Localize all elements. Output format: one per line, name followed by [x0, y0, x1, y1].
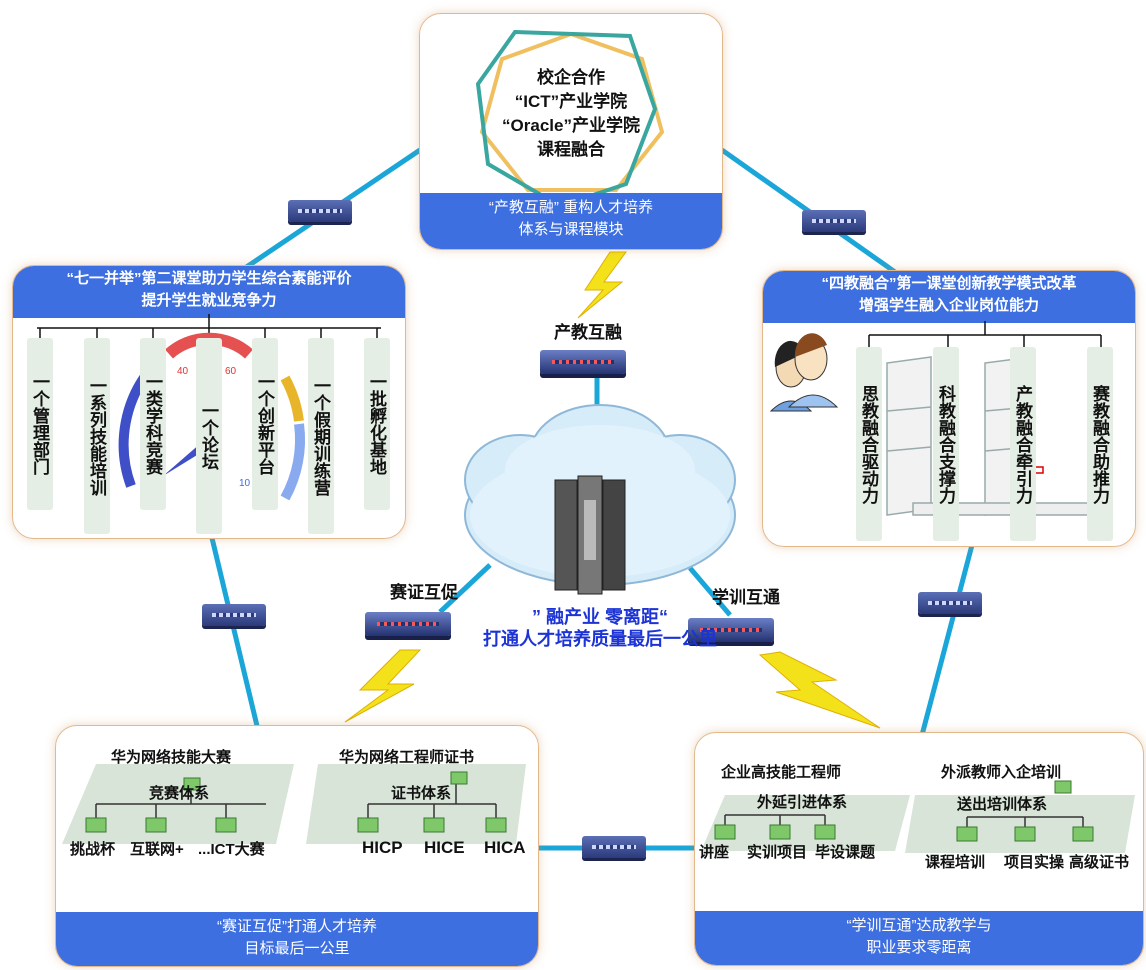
link-cloud-right	[688, 566, 732, 617]
left-band-line-2: 提升学生就业竞争力	[141, 292, 277, 309]
switch-icon-top-right	[802, 210, 866, 232]
lightning-bolt-right	[758, 651, 881, 729]
bottom-right-panel: 企业高技能工程师 外派教师入企培训 外延引进体系 送出培训体系 讲座 实训项目 …	[694, 732, 1144, 966]
router-icon-top	[540, 350, 626, 374]
left-panel-band: “七一并举”第二课堂助力学生综合素能评价 提升学生就业竞争力	[13, 266, 405, 318]
gauge-tick-60: 60	[225, 366, 237, 377]
switch-icon-left	[202, 604, 266, 626]
link-left-bottom	[209, 537, 261, 731]
bl-band-line-2: 目标最后一公里	[244, 940, 350, 957]
bl-item-6: HICA	[484, 838, 526, 857]
right-panel-band: “四教融合”第一课堂创新教学模式改革 增强学生融入企业岗位能力	[763, 271, 1135, 323]
br-item-1: 讲座	[699, 844, 730, 861]
lightning-bolt-left	[344, 649, 422, 723]
right-col-3: 产教融合牵引力	[1010, 347, 1036, 541]
br-sub-right: 送出培训体系	[957, 796, 1048, 813]
star-line-4: 课程融合	[537, 140, 605, 159]
br-title-left: 企业高技能工程师	[721, 764, 842, 781]
router-icon-right	[688, 618, 774, 642]
right-col-4: 赛教融合助推力	[1087, 347, 1113, 541]
label-saizheng: 赛证互促	[390, 583, 458, 602]
br-item-5: 项目实操	[1004, 854, 1065, 871]
gauge-tick-10: 10	[239, 478, 251, 489]
pc-icons	[85, 771, 507, 833]
left-col-2: 一系列技能培训	[84, 338, 110, 534]
left-col-4: 一个论坛	[196, 338, 222, 534]
label-xuexun: 学训互通	[712, 588, 780, 607]
left-band-line-1: “七一并举”第二课堂助力学生综合素能评价	[66, 270, 352, 287]
bl-item-3: ...ICT大赛	[198, 841, 265, 858]
link-right-bottom	[919, 544, 975, 736]
top-panel-band: “产教互融” 重构人才培养 体系与课程模块	[420, 193, 722, 249]
left-col-5: 一个创新平台	[252, 338, 278, 510]
switch-icon-bottom	[582, 836, 646, 858]
bl-item-2: 互联网+	[130, 841, 184, 858]
bl-item-1: 挑战杯	[70, 841, 116, 858]
bl-item-4: HICP	[362, 838, 403, 857]
bl-band-line-1: “赛证互促”打通人才培养	[217, 918, 377, 935]
bl-title-right: 华为网络工程师证书	[339, 749, 475, 766]
bl-sub-left: 竞赛体系	[149, 785, 210, 802]
people-icon	[769, 333, 839, 412]
br-item-2: 实训项目	[747, 844, 808, 861]
star-line-1: 校企合作	[537, 68, 605, 87]
left-col-1: 一个管理部门	[27, 338, 53, 510]
bottom-right-band: “学训互通”达成教学与 职业要求零距离	[695, 911, 1143, 965]
top-panel: 校企合作 “ICT”产业学院 “Oracle”产业学院 课程融合 “产教互融” …	[419, 13, 723, 250]
right-band-line-1: “四教融合”第一课堂创新教学模式改革	[821, 275, 1077, 292]
gauge-lightblue-arc	[280, 423, 306, 501]
left-col-3: 一类学科竞赛	[140, 338, 166, 510]
top-band-line-1: “产教互融” 重构人才培养	[488, 199, 654, 216]
bl-sub-right: 证书体系	[391, 785, 452, 802]
bottom-left-band: “赛证互促”打通人才培养 目标最后一公里	[56, 912, 538, 966]
bottom-left-network	[62, 764, 526, 844]
star-line-2: “ICT”产业学院	[514, 92, 628, 111]
left-panel: “七一并举”第二课堂助力学生综合素能评价 提升学生就业竞争力 40 60 10 …	[12, 265, 406, 539]
br-band-line-1: “学训互通”达成教学与	[846, 917, 992, 934]
left-col-6: 一个假期训练营	[308, 338, 334, 534]
br-sub-left: 外延引进体系	[757, 794, 848, 811]
right-col-1: 思教融合驱动力	[856, 347, 882, 541]
router-icon-left	[365, 612, 451, 636]
link-cloud-left	[438, 563, 492, 614]
cloud-slogan-line-1: ” 融产业 零离距“	[531, 607, 668, 627]
top-band-line-2: 体系与课程模块	[518, 221, 624, 238]
server-cabinets	[886, 356, 1094, 516]
lightning-bolt-top	[577, 251, 627, 319]
br-item-4: 课程培训	[925, 854, 986, 871]
br-title-right: 外派教师入企培训	[941, 764, 1062, 781]
right-col-2: 科教融合支撑力	[933, 347, 959, 541]
server-rack-icon	[554, 475, 626, 595]
bl-item-5: HICE	[424, 838, 465, 857]
switch-icon-right	[918, 592, 982, 614]
bl-title-left: 华为网络技能大赛	[111, 749, 232, 766]
right-panel: “四教融合”第一课堂创新教学模式改革 增强学生融入企业岗位能力 思教融合驱动力 …	[762, 270, 1136, 547]
bottom-right-network	[701, 780, 1135, 853]
left-col-7: 一批孵化基地	[364, 338, 390, 510]
switch-icon-top-left	[288, 200, 352, 222]
gauge-yellow-arc	[280, 375, 304, 422]
bottom-left-panel: 华为网络技能大赛 华为网络工程师证书 竞赛体系 证书体系 挑战杯 互联网+ ..…	[55, 725, 539, 967]
cloud-slogan: ” 融产业 零离距“ 打通人才培养质量最后一公里	[455, 606, 745, 650]
label-chanjiao: 产教互融	[554, 323, 622, 342]
br-item-6: 高级证书	[1069, 854, 1130, 871]
star-line-3: “Oracle”产业学院	[502, 116, 640, 135]
br-band-line-2: 职业要求零距离	[866, 939, 972, 956]
right-band-line-2: 增强学生融入企业岗位能力	[858, 297, 1039, 314]
cloud-slogan-line-2: 打通人才培养质量最后一公里	[483, 629, 717, 649]
gauge-tick-40: 40	[177, 366, 189, 377]
br-item-3: 毕设课题	[815, 844, 876, 861]
